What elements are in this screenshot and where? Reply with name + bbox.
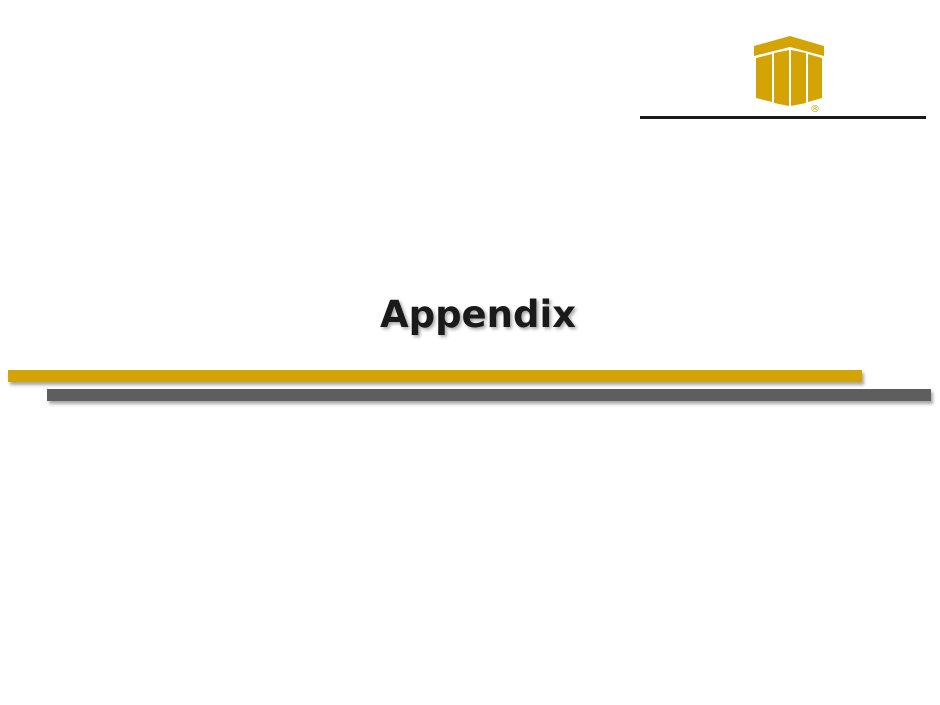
building-logo-icon: ® (752, 34, 830, 114)
gray-accent-bar (47, 389, 931, 401)
gold-accent-bar (8, 370, 862, 382)
logo-center-left-panel (774, 50, 789, 106)
registered-mark: ® (810, 104, 820, 114)
logo-roof (754, 36, 824, 56)
logo-center-right-panel (791, 50, 806, 106)
logo-left-panel (756, 54, 772, 102)
header-rule (640, 116, 926, 119)
logo-graphic: ® (754, 36, 824, 114)
slide-title: Appendix (379, 293, 577, 336)
logo-right-panel (808, 54, 822, 102)
